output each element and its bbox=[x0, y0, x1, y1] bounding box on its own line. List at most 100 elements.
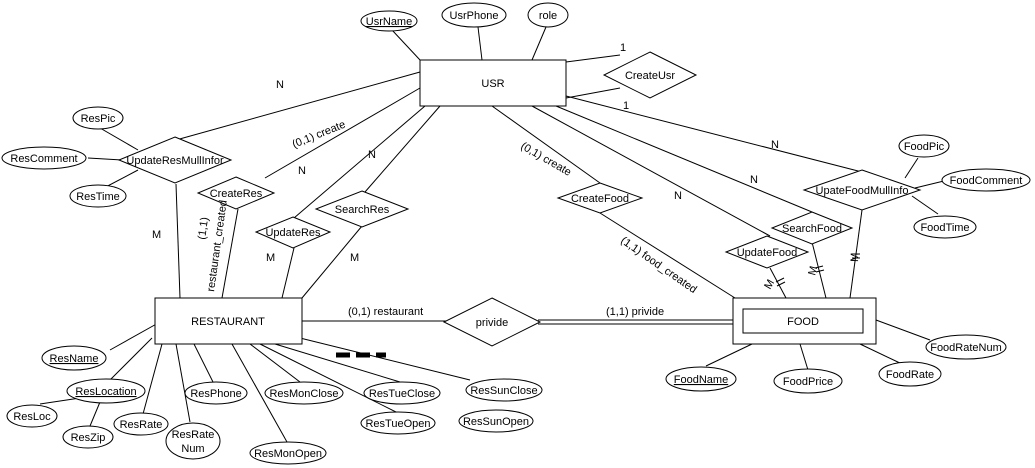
label-restaurant-privide: (0,1) restaurant bbox=[348, 306, 423, 318]
label-m-upate-food-mull: M bbox=[849, 253, 861, 263]
svg-text:ResRate: ResRate bbox=[172, 429, 215, 441]
label-n-search-food: N bbox=[750, 174, 758, 186]
label-create-usr-top: 1 bbox=[620, 42, 626, 54]
attr-res-tue-close[interactable]: ResTueClose bbox=[363, 381, 441, 405]
svg-text:FoodRateNum: FoodRateNum bbox=[930, 342, 1002, 354]
attr-food-rate[interactable]: FoodRate bbox=[878, 361, 942, 387]
rel-create-res[interactable]: CreateRes bbox=[196, 176, 276, 210]
svg-text:UpdateFood: UpdateFood bbox=[737, 247, 798, 259]
label-n-upate-food-mull: N bbox=[771, 139, 779, 151]
rel-upate-food-mull-info[interactable]: UpateFoodMullInfo bbox=[802, 169, 922, 211]
attr-res-tue-open[interactable]: ResTueOpen bbox=[360, 411, 436, 435]
attr-res-name[interactable]: ResName bbox=[41, 345, 107, 371]
svg-text:Num: Num bbox=[181, 443, 204, 455]
svg-text:UsrName: UsrName bbox=[366, 16, 412, 28]
label-m-update-food: M bbox=[762, 278, 777, 292]
entity-food-label: FOOD bbox=[787, 316, 819, 328]
svg-text:ResLoc: ResLoc bbox=[13, 411, 51, 423]
rel-privide[interactable]: privide bbox=[442, 297, 542, 347]
attr-res-phone[interactable]: ResPhone bbox=[184, 381, 248, 405]
rel-search-food[interactable]: SearchFood bbox=[770, 211, 854, 245]
svg-text:ResTime: ResTime bbox=[76, 191, 120, 203]
attr-food-rate-num[interactable]: FoodRateNum bbox=[925, 334, 1007, 360]
svg-text:FoodRate: FoodRate bbox=[886, 369, 934, 381]
attr-usr-phone[interactable]: UsrPhone bbox=[441, 2, 507, 28]
attr-res-location[interactable]: ResLocation bbox=[66, 378, 146, 404]
svg-text:ResPhone: ResPhone bbox=[190, 388, 241, 400]
svg-text:ResZip: ResZip bbox=[71, 432, 106, 444]
svg-text:ResMonOpen: ResMonOpen bbox=[254, 448, 322, 460]
svg-text:CreateFood: CreateFood bbox=[571, 193, 629, 205]
svg-text:ResName: ResName bbox=[50, 353, 99, 365]
label-n-update-food: N bbox=[674, 190, 682, 202]
attr-food-price[interactable]: FoodPrice bbox=[773, 368, 843, 394]
label-n-update-res: N bbox=[276, 79, 284, 91]
svg-text:FoodPic: FoodPic bbox=[904, 141, 945, 153]
svg-text:ResLocation: ResLocation bbox=[75, 386, 136, 398]
svg-text:UpdateRes: UpdateRes bbox=[265, 227, 321, 239]
attr-food-comment[interactable]: FoodComment bbox=[941, 168, 1031, 192]
svg-text:ResSunOpen: ResSunOpen bbox=[463, 416, 529, 428]
label-n-search-res: N bbox=[368, 149, 376, 161]
svg-text:CreateRes: CreateRes bbox=[210, 188, 263, 200]
svg-text:ResPic: ResPic bbox=[81, 113, 116, 125]
rel-update-res[interactable]: UpdateRes bbox=[254, 216, 332, 249]
svg-text:ResRate: ResRate bbox=[120, 419, 163, 431]
attr-usr-name[interactable]: UsrName bbox=[360, 10, 418, 32]
label-restaurant-created: (1,1) bbox=[196, 216, 211, 240]
attr-food-pic[interactable]: FoodPic bbox=[898, 134, 950, 158]
label-create-food-role: (0,1) create bbox=[519, 140, 574, 179]
svg-text:ResTueOpen: ResTueOpen bbox=[365, 418, 430, 430]
svg-text:ResSunClose: ResSunClose bbox=[470, 385, 537, 397]
entity-food[interactable]: FOOD bbox=[732, 297, 877, 345]
svg-text:privide: privide bbox=[476, 317, 508, 329]
attr-res-mon-open[interactable]: ResMonOpen bbox=[249, 441, 327, 465]
connector-lines bbox=[39, 26, 949, 443]
svg-text:SearchFood: SearchFood bbox=[782, 223, 842, 235]
svg-text:FoodName: FoodName bbox=[674, 374, 728, 386]
svg-text:SearchRes: SearchRes bbox=[335, 204, 390, 216]
label-food-created: (1,1) food_created bbox=[618, 235, 699, 296]
cardinality-ticks bbox=[775, 253, 860, 287]
rel-update-res-mull-infor[interactable]: UpdateResMullInfor bbox=[117, 136, 233, 184]
attr-res-sun-close[interactable]: ResSunClose bbox=[465, 378, 543, 402]
entity-usr-label: USR bbox=[481, 78, 504, 90]
entity-restaurant-label: RESTAURANT bbox=[191, 316, 265, 328]
rel-create-usr[interactable]: CreateUsr bbox=[602, 51, 698, 99]
attr-res-sun-open[interactable]: ResSunOpen bbox=[458, 409, 534, 433]
label-create-usr-bottom: 1 bbox=[623, 100, 629, 112]
attr-food-name[interactable]: FoodName bbox=[665, 366, 737, 392]
svg-text:FoodComment: FoodComment bbox=[950, 175, 1023, 187]
attr-res-comment[interactable]: ResComment bbox=[1, 146, 87, 170]
label-m-search-res: M bbox=[350, 252, 359, 264]
attr-res-rate-num[interactable]: ResRate Num bbox=[165, 422, 221, 460]
rel-update-food[interactable]: UpdateFood bbox=[724, 235, 810, 269]
svg-text:FoodPrice: FoodPrice bbox=[783, 376, 833, 388]
label-m-update-res-mull: M bbox=[152, 229, 161, 241]
attr-res-zip[interactable]: ResZip bbox=[62, 425, 114, 449]
attr-food-time[interactable]: FoodTime bbox=[913, 215, 977, 239]
attr-res-loc[interactable]: ResLoc bbox=[6, 404, 58, 428]
attr-role[interactable]: role bbox=[527, 2, 569, 28]
attr-res-mon-close[interactable]: ResMonClose bbox=[264, 381, 344, 405]
svg-text:ResTueClose: ResTueClose bbox=[369, 388, 435, 400]
attr-res-time[interactable]: ResTime bbox=[69, 184, 127, 208]
entity-restaurant[interactable]: RESTAURANT bbox=[154, 297, 303, 345]
label-m-search-food: M bbox=[806, 265, 820, 277]
rel-search-res[interactable]: SearchRes bbox=[314, 190, 410, 228]
rel-create-food[interactable]: CreateFood bbox=[556, 182, 644, 214]
svg-text:role: role bbox=[539, 10, 557, 22]
label-n-update-res-single: N bbox=[298, 165, 306, 177]
attr-res-pic[interactable]: ResPic bbox=[72, 106, 124, 130]
svg-text:UpateFoodMullInfo: UpateFoodMullInfo bbox=[816, 185, 909, 197]
svg-text:UsrPhone: UsrPhone bbox=[450, 10, 499, 22]
label-food-privide: (1,1) privide bbox=[606, 306, 664, 318]
attr-res-rate[interactable]: ResRate bbox=[113, 412, 169, 436]
svg-text:FoodTime: FoodTime bbox=[920, 222, 969, 234]
svg-text:ResComment: ResComment bbox=[10, 153, 77, 165]
label-m-update-res-single: M bbox=[266, 252, 275, 264]
label-restaurant-created-2: restaurant_created bbox=[205, 199, 230, 292]
entity-usr[interactable]: USR bbox=[419, 59, 567, 107]
svg-text:ResMonClose: ResMonClose bbox=[269, 388, 338, 400]
